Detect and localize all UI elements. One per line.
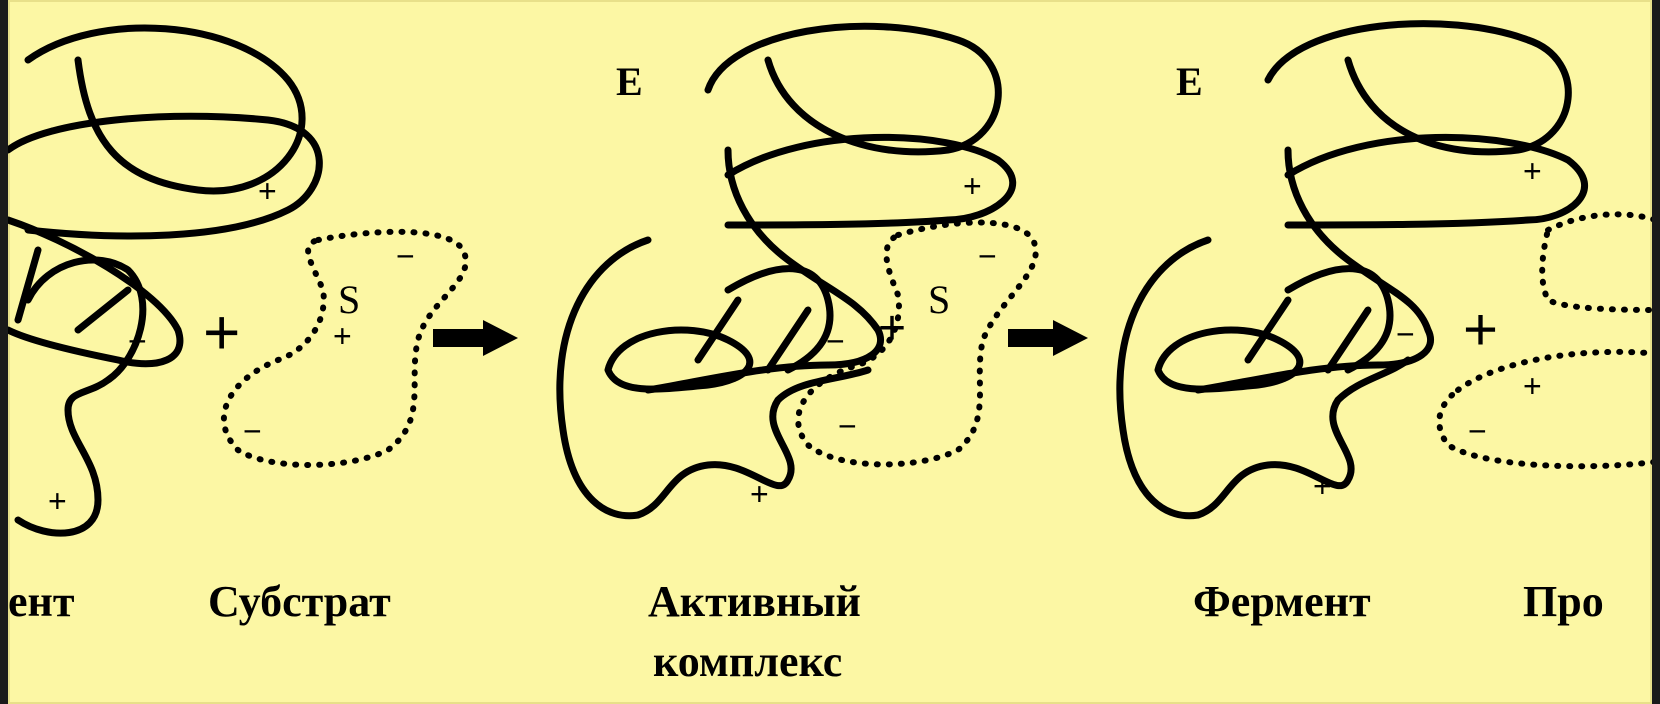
caption-active-complex-line2: комплекс [653, 640, 842, 684]
product-shape-2 [1439, 352, 1652, 466]
plus-sign: + [48, 485, 67, 517]
enzyme-left-shape [8, 28, 319, 533]
plus-sign: + [333, 320, 352, 352]
minus-sign: − [1468, 415, 1487, 447]
caption-enzyme-left: ент [8, 580, 75, 624]
reaction-arrow-2 [1008, 320, 1088, 356]
minus-sign: − [396, 240, 415, 272]
product-shape-1 [1542, 214, 1652, 310]
plus-sign: + [1313, 470, 1332, 502]
reaction-plus-sign: + [203, 300, 240, 364]
minus-sign: − [838, 410, 857, 442]
plus-sign: + [750, 478, 769, 510]
minus-sign: − [978, 240, 997, 272]
substrate-letter-2: S [928, 280, 950, 320]
minus-sign: − [1396, 318, 1415, 350]
substrate-letter-1: S [338, 280, 360, 320]
plus-sign: + [258, 175, 277, 207]
minus-sign: − [243, 415, 262, 447]
enzyme-letter-2: E [1176, 62, 1203, 102]
caption-active-complex-line1: Активный [648, 580, 861, 624]
diagram-frame: E E S S + − + + − + − + − + − − + + − + … [8, 0, 1652, 704]
reaction-plus-sign: + [1463, 300, 1498, 360]
caption-product: Про [1523, 580, 1604, 624]
plus-sign: + [878, 305, 906, 353]
reaction-arrow-1 [433, 320, 518, 356]
minus-sign: − [826, 325, 845, 357]
plus-sign: + [1523, 155, 1542, 187]
enzyme-letter-1: E [616, 62, 643, 102]
plus-sign: + [1523, 370, 1542, 402]
caption-enzyme-right: Фермент [1193, 580, 1371, 624]
minus-sign: − [128, 325, 147, 357]
plus-sign: + [963, 170, 982, 202]
caption-substrate: Субстрат [208, 580, 391, 624]
